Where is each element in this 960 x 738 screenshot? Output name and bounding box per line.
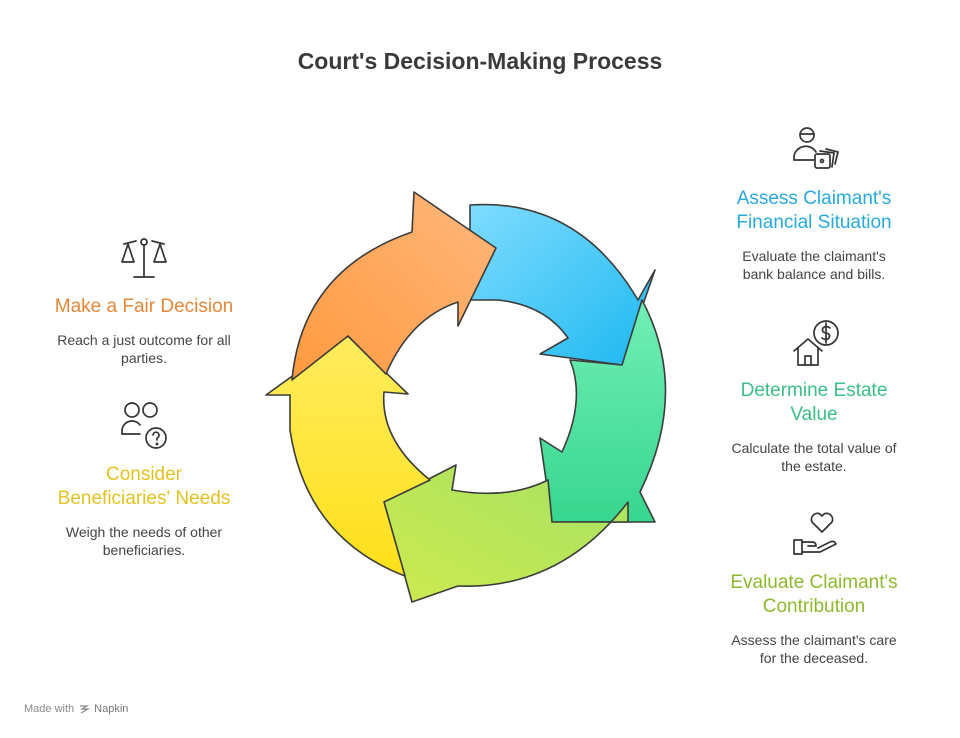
people-question-icon <box>121 402 167 449</box>
person-with-money-icon <box>793 127 839 169</box>
step-heading: Make a Fair Decision <box>54 296 234 317</box>
cycle-segment-green <box>539 299 667 523</box>
brand-label: Napkin <box>94 703 129 715</box>
page-title: Court's Decision-Making Process <box>297 48 663 74</box>
cycle-segment-blue <box>469 203 656 366</box>
scales-icon <box>121 238 167 278</box>
cycle-segment-orange <box>291 191 497 381</box>
step-fair-decision: Make a Fair Decision Reach a just outcom… <box>30 295 258 367</box>
made-with-label: Made with <box>24 703 75 715</box>
napkin-logo-icon <box>79 705 91 714</box>
house-dollar-icon <box>793 320 839 366</box>
heart-in-hand-icon <box>793 512 837 555</box>
footer-credit: Made with Napkin <box>24 703 128 715</box>
cycle-segment-yellow <box>265 335 431 577</box>
cycle-segment-lime <box>383 464 629 603</box>
